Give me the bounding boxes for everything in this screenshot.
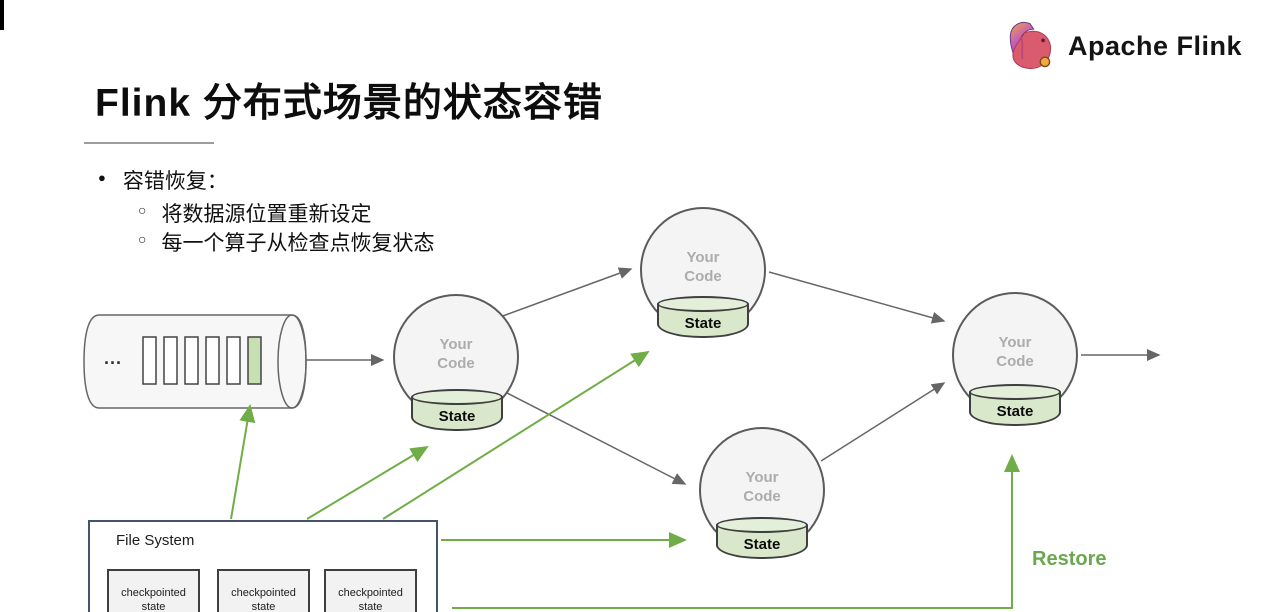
- state-drum-1: State: [411, 389, 503, 431]
- state-drum-4: State: [969, 384, 1061, 426]
- state-label: State: [996, 402, 1034, 420]
- bullet-icon: ●: [98, 170, 106, 185]
- source-stream-cylinder: [83, 314, 307, 409]
- checkpoint-barrier-bar: [247, 336, 262, 385]
- state-drum-3: State: [716, 517, 808, 559]
- file-system-title: File System: [116, 532, 195, 549]
- drum-top: [969, 384, 1061, 400]
- checkpointed-state-item: checkpointed state: [324, 569, 417, 612]
- sub-bullet-icon: ○: [138, 231, 147, 247]
- restore-label: Restore: [1032, 548, 1107, 570]
- restore-arrows: [230, 350, 1020, 609]
- sub-bullet-text: 每一个算子从检查点恢复状态: [161, 232, 435, 255]
- file-system-box: File System checkpointed state checkpoin…: [88, 520, 438, 612]
- flink-squirrel-icon: [1009, 21, 1052, 69]
- logo-text: Apache Flink: [1068, 30, 1243, 61]
- state-label: State: [438, 407, 476, 425]
- operator-label: Your Code: [684, 249, 722, 285]
- drum-top: [411, 389, 503, 405]
- page-title: Flink 分布式场景的状态容错: [95, 82, 603, 125]
- drum-top: [657, 296, 749, 312]
- dataflow-arrows: [306, 267, 1161, 485]
- sub-bullet-item: ○ 将数据源位置重新设定: [138, 198, 371, 228]
- screen-edge-artifact: [0, 0, 4, 30]
- bullet-item: ● 容错恢复：: [98, 165, 228, 195]
- operator-label: Your Code: [743, 469, 781, 505]
- checkpointed-state-item: checkpointed state: [107, 569, 200, 612]
- bullet-text: 容错恢复：: [122, 170, 228, 193]
- sub-bullet-text: 将数据源位置重新设定: [161, 203, 372, 226]
- drum-top: [716, 517, 808, 533]
- state-drum-2: State: [657, 296, 749, 338]
- title-underline: [84, 142, 214, 144]
- operator-label: Your Code: [437, 336, 475, 372]
- apache-flink-logo: Apache Flink: [1002, 16, 1242, 76]
- sub-bullet-icon: ○: [138, 202, 147, 218]
- operator-label: Your Code: [996, 334, 1034, 370]
- source-ellipsis: ...: [104, 348, 123, 368]
- checkpointed-state-item: checkpointed state: [217, 569, 310, 612]
- state-label: State: [743, 535, 781, 553]
- record-bars: [142, 336, 262, 385]
- sub-bullet-item: ○ 每一个算子从检查点恢复状态: [138, 227, 434, 257]
- state-label: State: [684, 314, 722, 332]
